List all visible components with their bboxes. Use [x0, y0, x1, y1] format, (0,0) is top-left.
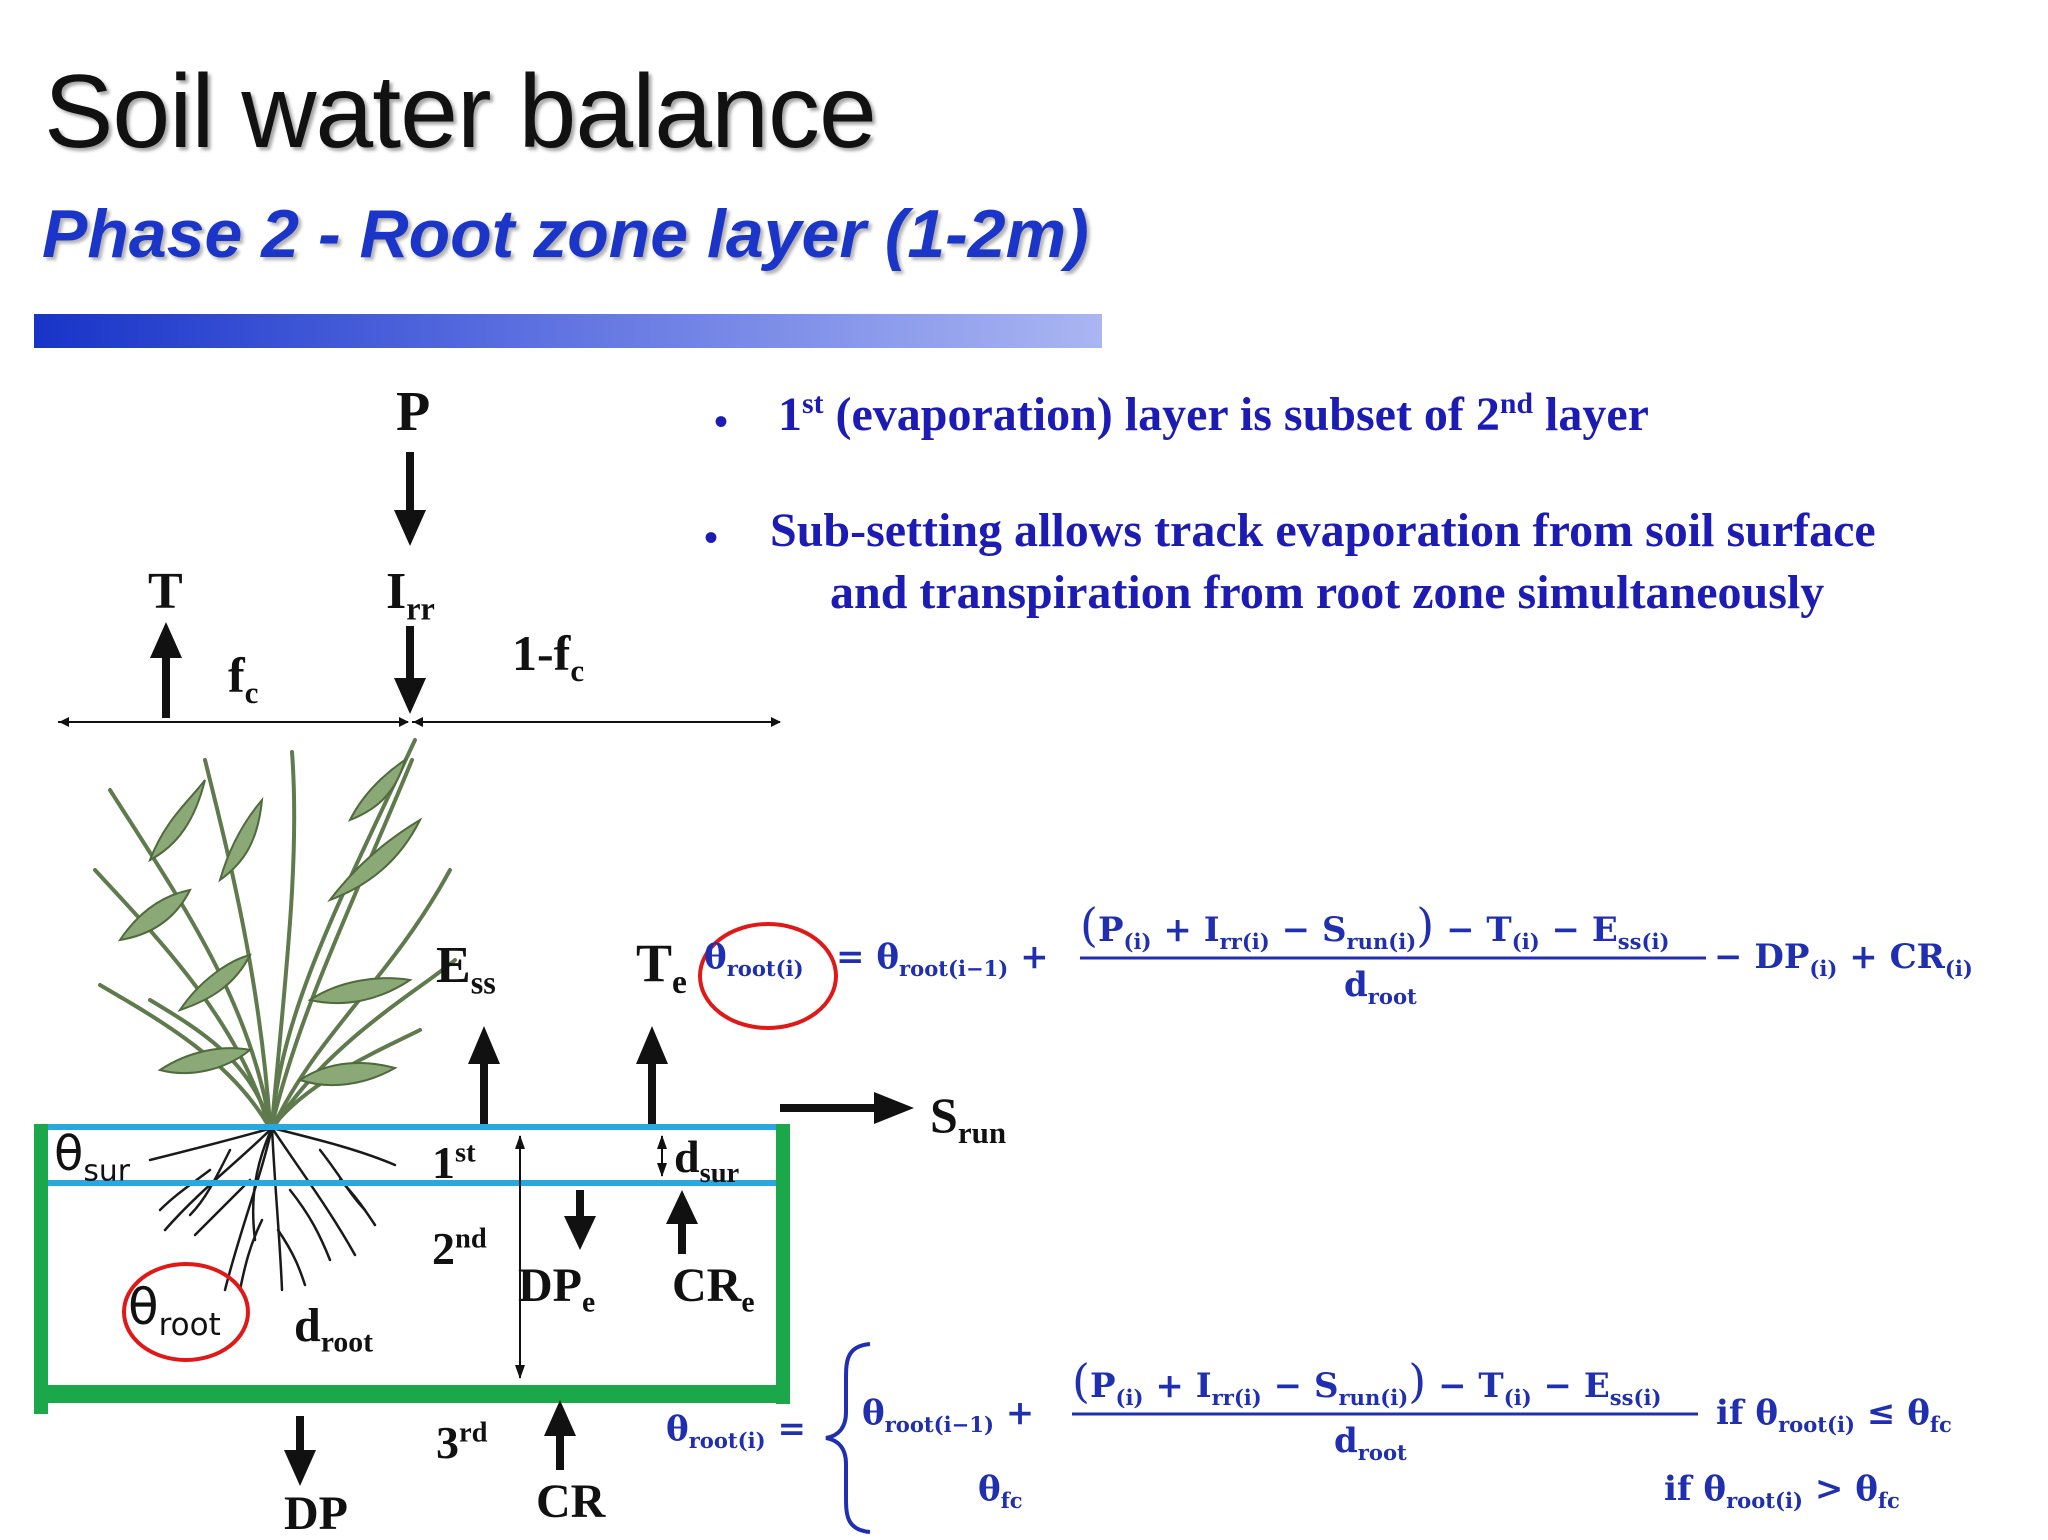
- transpiration-arrow: [150, 622, 182, 718]
- eq1-denominator: droot: [1344, 965, 1417, 1009]
- label-T: T: [148, 563, 183, 620]
- theta-root-highlight-circle: [122, 1262, 250, 1362]
- label-DPe: DPe: [518, 1259, 596, 1319]
- label-CRe: CRe: [672, 1259, 755, 1319]
- eq2-condition-1: if θroot(i) ≤ θfc: [1716, 1393, 1952, 1437]
- label-first-layer: 1st: [432, 1137, 476, 1188]
- label-CR: CR: [536, 1475, 606, 1528]
- label-fc: fc: [228, 647, 259, 710]
- piecewise-brace: [825, 1342, 871, 1534]
- soil-profile-box: [34, 1124, 790, 1414]
- eq2-case1-start: θroot(i−1) +: [862, 1393, 1035, 1437]
- label-third-layer: 3rd: [436, 1417, 488, 1468]
- label-Ess: Ess: [436, 937, 496, 1001]
- bullet-2-line-2: and transpiration from root zone simulta…: [830, 566, 1825, 619]
- evaporation-layer-percolation-arrow: [564, 1190, 596, 1250]
- label-1-fc: 1-fc: [512, 625, 585, 688]
- slide-subtitle: Phase 2 - Root zone layer (1-2m): [42, 196, 1089, 272]
- bullet-marker-2: •: [704, 515, 719, 560]
- eq1-numerator: (P(i) + Irr(i) − Srun(i)) − T(i) − Ess(i…: [1080, 898, 1670, 954]
- eq2-condition-2: if θroot(i) > θfc: [1664, 1469, 1900, 1513]
- title-gradient-bar: [34, 314, 1102, 348]
- precipitation-arrow: [394, 452, 426, 546]
- slide-title: Soil water balance: [44, 54, 877, 170]
- soil-evaporation-arrow: [468, 1026, 500, 1124]
- plant-illustration: [93, 738, 457, 1127]
- evaporation-layer-transpiration-arrow: [636, 1026, 668, 1124]
- runoff-arrow: [780, 1092, 914, 1124]
- bullet-1: 1st (evaporation) layer is subset of 2nd…: [778, 387, 1649, 441]
- eq1-rhs-start: = θroot(i−1) +: [836, 937, 1049, 981]
- label-P: P: [396, 381, 431, 443]
- label-theta-root: θroot: [128, 1278, 221, 1343]
- deep-percolation-arrow: [284, 1416, 316, 1486]
- label-Te: Te: [636, 933, 687, 1001]
- label-theta-sur: θsur: [54, 1126, 130, 1189]
- bullet-marker-1: •: [714, 399, 729, 444]
- evaporation-layer-capillary-rise-arrow: [666, 1190, 698, 1254]
- eq1-lhs: θroot(i): [704, 937, 804, 981]
- bullet-2-line-1: Sub-setting allows track evaporation fro…: [770, 504, 1876, 557]
- label-DP: DP: [284, 1487, 348, 1540]
- equation-highlight-circle: [698, 922, 838, 1030]
- eq2-numerator: (P(i) + Irr(i) − Srun(i)) − T(i) − Ess(i…: [1072, 1354, 1662, 1410]
- label-droot: droot: [294, 1299, 374, 1359]
- eq2-denominator: droot: [1334, 1421, 1407, 1465]
- label-Irr: Irr: [386, 563, 435, 627]
- eq1-rhs-end: − DP(i) + CR(i): [1714, 937, 1973, 981]
- irrigation-arrow: [394, 626, 426, 714]
- label-dsur: dsur: [674, 1131, 740, 1190]
- eq2-case2: θfc: [978, 1469, 1023, 1513]
- eq2-lhs: θroot(i) =: [666, 1409, 806, 1453]
- capillary-rise-arrow: [544, 1400, 576, 1470]
- label-Srun: Srun: [930, 1087, 1007, 1150]
- label-second-layer: 2nd: [432, 1223, 487, 1274]
